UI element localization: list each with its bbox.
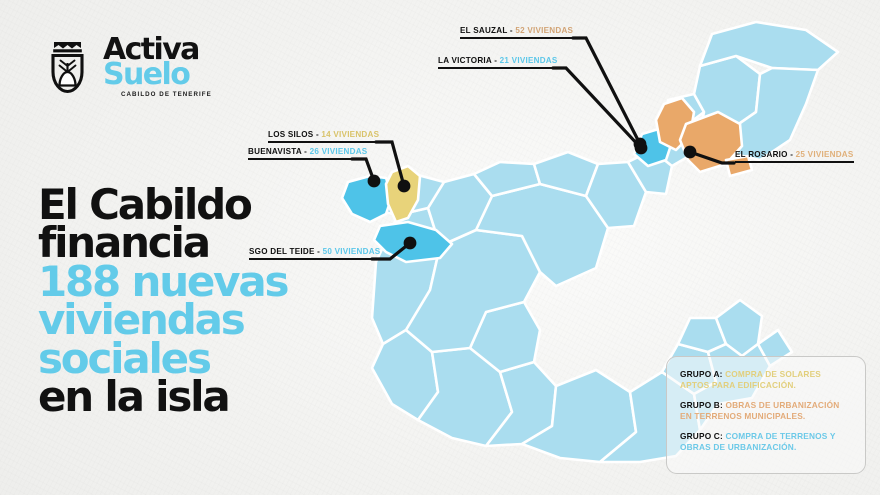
callout-dots (367, 137, 697, 250)
brand-line-activa: Activa (103, 32, 200, 67)
callout-los-silos: LOS SILOS - 14 VIVIENDAS (268, 130, 380, 144)
callout-municipality: LA VICTORIA (438, 56, 492, 65)
leader-el-rosario (688, 150, 736, 165)
callout-buenavista: BUENAVISTA - 26 VIVIENDAS (248, 147, 368, 161)
callout-separator: - (509, 26, 513, 35)
callout-count: 26 VIVIENDAS (309, 147, 368, 156)
headline: El Cabildo financia 188 nuevas viviendas… (38, 180, 358, 422)
dot-buenavista (367, 174, 381, 188)
legend-description: COMPRA DE SOLARES APTOS PARA EDIFICACIÓN… (680, 369, 821, 391)
callout-separator: - (494, 56, 498, 65)
callout-la-victoria: LA VICTORIA - 21 VIVIENDAS (438, 56, 558, 70)
legend-row-grupo-b: GRUPO B: OBRAS DE URBANIZACIÓN EN TERREN… (680, 400, 852, 422)
callout-count: 14 VIVIENDAS (321, 130, 380, 139)
callout-municipality: EL SAUZAL (460, 26, 508, 35)
callout-separator: - (790, 150, 794, 159)
callout-municipality: SGO DEL TEIDE (249, 247, 315, 256)
municipality-sta-cruz (724, 66, 820, 162)
dot-la-victoria (634, 141, 648, 155)
leader-los-silos (374, 140, 406, 188)
legend-key: GRUPO A: (680, 369, 723, 379)
dot-los-silos (397, 179, 411, 193)
leader-la-victoria (551, 66, 643, 150)
callout-el-sauzal: EL SAUZAL - 52 VIVIENDAS (460, 26, 574, 40)
brand-line-suelo: Suelo (103, 57, 191, 93)
legend-key: GRUPO C: (680, 431, 723, 442)
municipality-el-rosario-tail (724, 154, 754, 178)
cabildo-tenerife-crest-icon (51, 42, 84, 94)
brand-subtitle: CABILDO DE TENERIFE (121, 91, 212, 99)
municipality-los-silos-highlight (384, 164, 422, 224)
brand-logo: Activa Suelo CABILDO DE TENERIFE (47, 32, 277, 106)
leader-el-sauzal (571, 36, 642, 146)
callout-municipality: BUENAVISTA (248, 147, 302, 156)
legend-panel: GRUPO A: COMPRA DE SOLARES APTOS PARA ED… (666, 356, 866, 474)
legend-key: GRUPO B: (680, 400, 723, 411)
callout-separator: - (304, 147, 308, 156)
callout-sgo-del-teide: SGO DEL TEIDE - 50 VIVIENDAS (249, 247, 381, 261)
brand-wordmark: Activa Suelo CABILDO DE TENERIFE (103, 32, 212, 99)
legend-row-grupo-c: GRUPO C: COMPRA DE TERRENOS Y OBRAS DE U… (680, 431, 852, 453)
legend-description: OBRAS DE URBANIZACIÓN EN TERRENOS MUNICI… (680, 400, 840, 422)
callout-count: 50 VIVIENDAS (322, 247, 381, 256)
callout-count: 21 VIVIENDAS (499, 56, 558, 65)
headline-line-4: viviendas (38, 295, 246, 345)
callout-municipality: EL ROSARIO (735, 150, 788, 159)
callout-el-rosario: EL ROSARIO - 25 VIVIENDAS (735, 150, 854, 164)
headline-line-3: 188 nuevas (38, 256, 290, 306)
callout-count: 52 VIVIENDAS (515, 26, 574, 35)
headline-line-5: sociales (38, 333, 212, 383)
headline-line-2: financia (38, 218, 211, 268)
headline-line-1: El Cabildo (38, 180, 253, 229)
legend-row-grupo-a: GRUPO A: COMPRA DE SOLARES APTOS PARA ED… (680, 369, 852, 391)
callout-separator: - (315, 130, 319, 139)
callout-municipality: LOS SILOS (268, 130, 314, 139)
callout-count: 25 VIVIENDAS (795, 150, 854, 159)
dot-sgo-del-teide (403, 236, 417, 250)
headline-line-6: en la isla (38, 372, 231, 422)
callout-separator: - (317, 247, 321, 256)
legend-description: COMPRA DE TERRENOS Y OBRAS DE URBANIZACI… (680, 431, 836, 453)
dot-el-rosario (683, 145, 697, 159)
